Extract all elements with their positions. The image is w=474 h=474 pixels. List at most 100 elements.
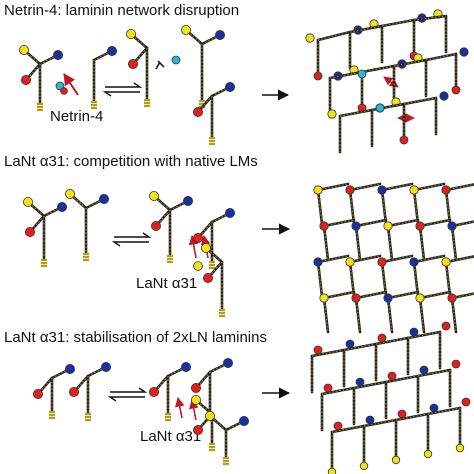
netrin-4-molecule-domain	[60, 87, 68, 95]
network-link-texture	[445, 183, 474, 191]
network-strand-texture	[355, 297, 361, 333]
panel-1-title: Netrin-4: laminin network disruption	[4, 2, 239, 19]
network-node	[415, 293, 425, 303]
lant-binding-arrow-1	[188, 235, 199, 259]
displacement-arrow-1	[383, 76, 399, 88]
network-node	[419, 365, 429, 375]
network-node	[461, 397, 471, 407]
network-node	[383, 293, 393, 303]
network-strand-texture	[323, 297, 329, 333]
network-node	[313, 257, 323, 267]
lg-domain	[144, 98, 150, 108]
gamma-ln-domain	[214, 29, 225, 40]
lg-domain	[83, 252, 89, 262]
network-node	[447, 221, 457, 231]
network-link	[330, 424, 366, 434]
network-strand-texture	[381, 189, 387, 225]
network-link-texture	[413, 183, 445, 191]
alpha-ln-domain	[200, 242, 211, 253]
network-node	[409, 257, 419, 267]
gamma-ln-domain	[101, 361, 112, 372]
gamma-ln-domain	[182, 195, 193, 206]
network-beta-domain	[451, 85, 461, 95]
network-link	[362, 418, 398, 428]
beta-ln-domain	[20, 75, 31, 86]
network-node	[345, 339, 355, 349]
network-strand-texture	[387, 225, 393, 261]
network-strand-texture	[419, 297, 425, 333]
network-node	[365, 415, 375, 425]
network-link-texture	[387, 219, 419, 227]
network-strand-texture	[419, 225, 425, 261]
alpha-ln-domain	[126, 28, 137, 39]
network-node	[345, 185, 355, 195]
network-node	[313, 345, 323, 355]
lg-domain	[41, 258, 47, 268]
netrin-4-in-network	[357, 69, 367, 79]
network-link	[374, 336, 410, 346]
network-strand-texture	[387, 297, 393, 333]
network-node	[441, 257, 451, 267]
network-link-texture	[323, 219, 355, 227]
network-beta-domain	[399, 135, 409, 145]
lg-domain	[219, 308, 225, 318]
panel-3-ligand-label: LaNt α31	[140, 428, 201, 445]
gamma-ln-domain	[65, 363, 76, 374]
network-strand-texture	[445, 189, 451, 225]
inhibition-bar	[155, 60, 165, 70]
network-link	[320, 386, 356, 396]
network-link-texture	[451, 292, 474, 299]
network-strand-texture	[349, 189, 355, 225]
netrin-binding-arrow	[63, 73, 79, 96]
network-link	[310, 348, 346, 358]
network-node	[351, 221, 361, 231]
equilibrium-arrow-2	[111, 232, 152, 247]
network-node	[441, 185, 451, 195]
equilibrium-arrow-1	[102, 82, 143, 97]
network-node	[447, 293, 457, 303]
network-link	[380, 18, 416, 28]
network-link-texture	[355, 219, 387, 227]
lg-domain	[85, 412, 91, 422]
alpha-ln-domain	[180, 24, 191, 35]
beta-ln-domain	[69, 386, 80, 397]
beta-ln-domain	[127, 59, 138, 70]
lg-domain	[209, 136, 215, 146]
beta-ln-domain	[190, 382, 201, 393]
beta-ln-domain	[33, 388, 44, 399]
alpha-ln-domain	[148, 190, 159, 201]
lg-domain	[91, 100, 97, 110]
network-node	[377, 185, 387, 195]
network-link-texture	[451, 220, 474, 227]
network-link-texture	[425, 53, 457, 61]
beta-ln-domain	[148, 386, 159, 397]
network-node	[319, 293, 329, 303]
alpha-ln-domain	[204, 410, 215, 421]
lg-domain	[209, 442, 215, 452]
network-strand-texture	[349, 261, 355, 297]
network-node	[345, 257, 355, 267]
network-beta-domain	[313, 71, 323, 81]
network-node	[333, 421, 343, 431]
beta-ln-domain	[202, 272, 213, 283]
network-link-texture	[381, 183, 413, 191]
gamma-ln-domain	[224, 207, 235, 218]
gamma-ln-domain	[53, 50, 64, 61]
network-link	[342, 342, 378, 352]
network-link	[328, 70, 364, 80]
beta-ln-domain	[24, 226, 35, 237]
network-link	[406, 330, 442, 340]
network-node	[319, 221, 329, 231]
lg-domain	[209, 260, 215, 270]
alpha-ln-domain	[65, 188, 76, 199]
network-link	[384, 374, 420, 384]
network-node	[397, 409, 407, 419]
network-node	[377, 257, 387, 267]
network-node	[323, 383, 333, 393]
gamma-ln-domain	[107, 46, 118, 57]
network-alpha-domain	[359, 461, 369, 471]
network-strand-texture	[317, 189, 323, 225]
network-link-texture	[381, 255, 413, 263]
network-link	[426, 406, 462, 416]
